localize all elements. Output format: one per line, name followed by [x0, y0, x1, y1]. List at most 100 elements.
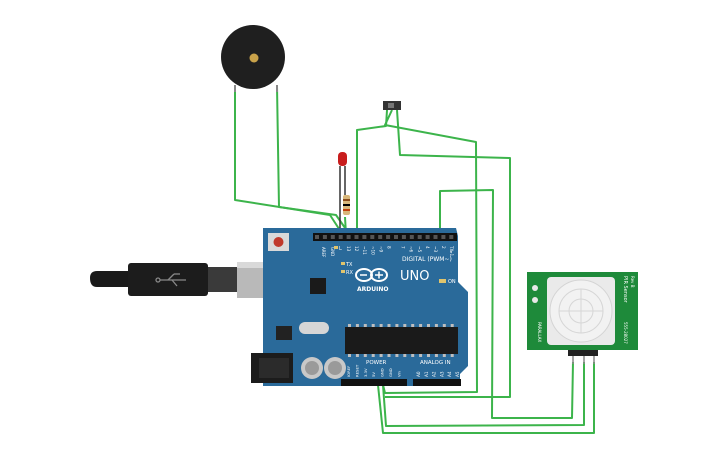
- chip-pin: [348, 324, 351, 327]
- chip-pin: [371, 324, 375, 327]
- digital-pin-label: 13: [346, 246, 351, 252]
- wire-switch-right[interactable]: [385, 109, 511, 398]
- digital-pin-label: 7: [401, 246, 406, 249]
- chip-pin: [403, 354, 407, 357]
- digital-pin-label: ~10: [370, 246, 375, 255]
- chip-pin: [450, 354, 454, 357]
- tx-label: TX: [345, 262, 353, 268]
- analog-pin-label: A3: [439, 371, 444, 377]
- header-hole[interactable]: [433, 235, 438, 239]
- analog-header-label: ANALOG IN: [420, 360, 451, 366]
- header-hole[interactable]: [370, 235, 375, 239]
- led-body: [338, 152, 347, 166]
- pir-hole-1: [532, 285, 538, 291]
- chip-pin: [379, 324, 383, 327]
- red-led[interactable]: [338, 152, 347, 235]
- power-pin-label: GND: [388, 368, 393, 377]
- resistor[interactable]: [343, 195, 350, 215]
- header-hole[interactable]: [441, 235, 446, 239]
- l-led: [334, 246, 338, 249]
- usb-chip: [310, 278, 326, 294]
- chip-pin: [395, 354, 399, 357]
- header-hole[interactable]: [362, 235, 367, 239]
- wire-pir-vcc[interactable]: [382, 362, 585, 427]
- slide-switch[interactable]: [383, 101, 401, 110]
- pir-sensor[interactable]: PIR Sensor Rev B 555-28027 PARALLAX: [527, 272, 638, 364]
- gnd-label: GND: [330, 247, 335, 256]
- digital-pin-label: RX◂0: [457, 246, 462, 257]
- digital-header-holes: [315, 235, 454, 239]
- header-hole[interactable]: [425, 235, 430, 239]
- chip-pin: [419, 354, 423, 357]
- header-hole[interactable]: [449, 235, 454, 239]
- wire-buzzer-left[interactable]: [234, 86, 344, 236]
- pir-part: 555-28027: [623, 322, 628, 344]
- header-hole[interactable]: [417, 235, 422, 239]
- wire-buzzer-right[interactable]: [276, 85, 351, 236]
- chip-pin: [427, 354, 430, 357]
- digital-pin-label: TX▸1: [449, 245, 454, 257]
- chip-pin: [450, 324, 454, 327]
- power-header-label: POWER: [366, 360, 387, 366]
- usb-plug-shell: [208, 267, 238, 292]
- buzzer-center: [249, 53, 259, 63]
- analog-pin-label: A5: [455, 371, 460, 377]
- header-hole[interactable]: [338, 235, 343, 239]
- wire-switch-mid[interactable]: [382, 109, 478, 394]
- chip-pin: [395, 324, 399, 327]
- header-hole[interactable]: [346, 235, 351, 239]
- header-hole[interactable]: [386, 235, 391, 239]
- pir-rev: Rev B: [630, 276, 635, 288]
- header-hole[interactable]: [322, 235, 327, 239]
- header-hole[interactable]: [330, 235, 335, 239]
- chip-pin: [355, 324, 359, 327]
- tx-led: [341, 262, 345, 265]
- analog-header: [413, 379, 461, 386]
- power-header: [341, 379, 407, 386]
- header-hole[interactable]: [401, 235, 406, 239]
- digital-header: [313, 233, 457, 241]
- chip-pin: [434, 324, 438, 327]
- digital-pin-label: ~6: [409, 246, 414, 253]
- header-hole[interactable]: [394, 235, 398, 239]
- digital-pin-label: 2: [441, 246, 446, 249]
- chip-pin: [348, 354, 351, 357]
- pir-fresnel-lens: [558, 288, 604, 334]
- digital-header-label: DIGITAL (PWM~): [402, 256, 452, 263]
- uno-model: UNO: [400, 269, 429, 284]
- chip-pin: [442, 324, 446, 327]
- header-hole[interactable]: [315, 235, 319, 239]
- chip-pins: [348, 324, 454, 357]
- usb-cable-tail: [90, 271, 130, 287]
- usb-cable: [90, 262, 293, 298]
- digital-pin-label: ~5: [417, 246, 422, 253]
- wire-pin2[interactable]: [439, 189, 574, 419]
- wires: [234, 85, 595, 434]
- arduino-logo-icon: [355, 268, 388, 282]
- rx-label: RX: [346, 270, 353, 276]
- chip-pin: [403, 324, 407, 327]
- power-pin-label: GND: [380, 368, 385, 377]
- pir-brand: PARALLAX: [537, 322, 542, 343]
- power-pin-label: Vin: [396, 370, 401, 377]
- header-hole[interactable]: [378, 235, 383, 239]
- atmega-chip: [345, 327, 458, 354]
- resistor-band-1: [343, 199, 350, 201]
- chip-pin: [419, 324, 423, 327]
- header-hole[interactable]: [354, 235, 359, 239]
- piezo-buzzer[interactable]: [221, 25, 285, 92]
- on-led: [439, 279, 446, 283]
- chip-pin: [434, 354, 438, 357]
- wire-switch-left[interactable]: [356, 109, 388, 235]
- analog-pin-label: A2: [432, 371, 437, 377]
- power-pin-label: 5V: [371, 372, 376, 377]
- digital-pin-label: 8: [387, 246, 392, 249]
- chip-pin: [363, 354, 367, 357]
- wire-pir-gnd[interactable]: [377, 362, 595, 434]
- header-hole[interactable]: [409, 235, 414, 239]
